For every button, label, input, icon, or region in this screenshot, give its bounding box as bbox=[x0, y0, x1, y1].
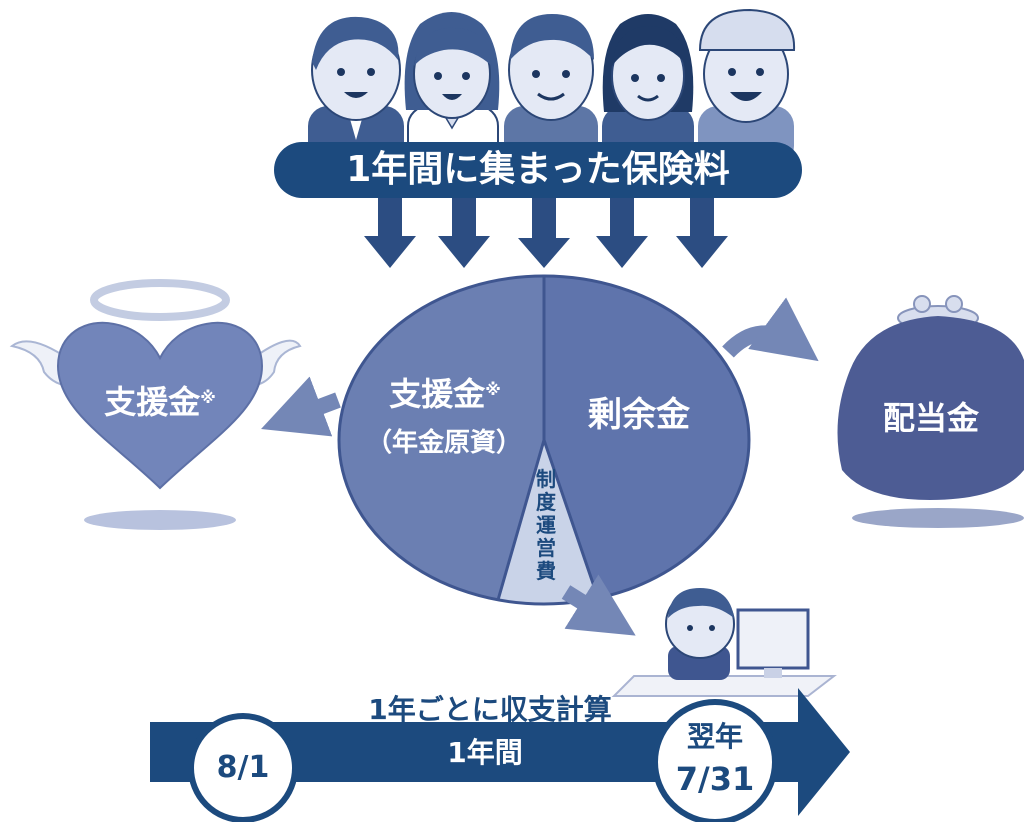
timeline-end-date: 7/31 bbox=[675, 760, 755, 798]
premium-pie-chart bbox=[337, 274, 751, 606]
office-worker-icon bbox=[611, 588, 837, 697]
pie-surplus-label: 剰余金 bbox=[588, 395, 690, 435]
person-icon-4 bbox=[602, 14, 694, 166]
heart-label-note: ※ bbox=[200, 388, 216, 407]
timeline-arrow bbox=[150, 688, 850, 822]
flow-down-arrows bbox=[364, 198, 728, 268]
banner-title: 1年間に集まった保険料 bbox=[346, 149, 730, 190]
pie-support-label: 支援金※ bbox=[360, 374, 530, 414]
banner-pill bbox=[274, 142, 802, 198]
pie-support-text: 支援金 bbox=[389, 375, 486, 413]
angel-heart-icon bbox=[9, 279, 302, 530]
timeline-start-date: 8/1 bbox=[216, 750, 270, 785]
coin-purse-icon bbox=[837, 295, 1024, 528]
arrow-to-office bbox=[561, 574, 636, 636]
arrow-to-pouch bbox=[722, 297, 819, 362]
pie-support-note: ※ bbox=[485, 380, 501, 399]
heart-label: 支援金※ bbox=[80, 382, 240, 422]
pie-support-sublabel: （年金原資） bbox=[365, 428, 522, 458]
timeline-duration-label: 1年間 bbox=[447, 736, 523, 769]
pouch-label: 配当金 bbox=[882, 399, 979, 437]
heart-label-text: 支援金 bbox=[104, 383, 201, 421]
arrow-to-heart bbox=[261, 376, 341, 437]
pie-admin-label: 制度運営費 bbox=[536, 467, 556, 583]
timeline-end-year: 翌年 bbox=[686, 720, 743, 753]
timeline-caption: 1年ごとに収支計算 bbox=[368, 693, 612, 726]
